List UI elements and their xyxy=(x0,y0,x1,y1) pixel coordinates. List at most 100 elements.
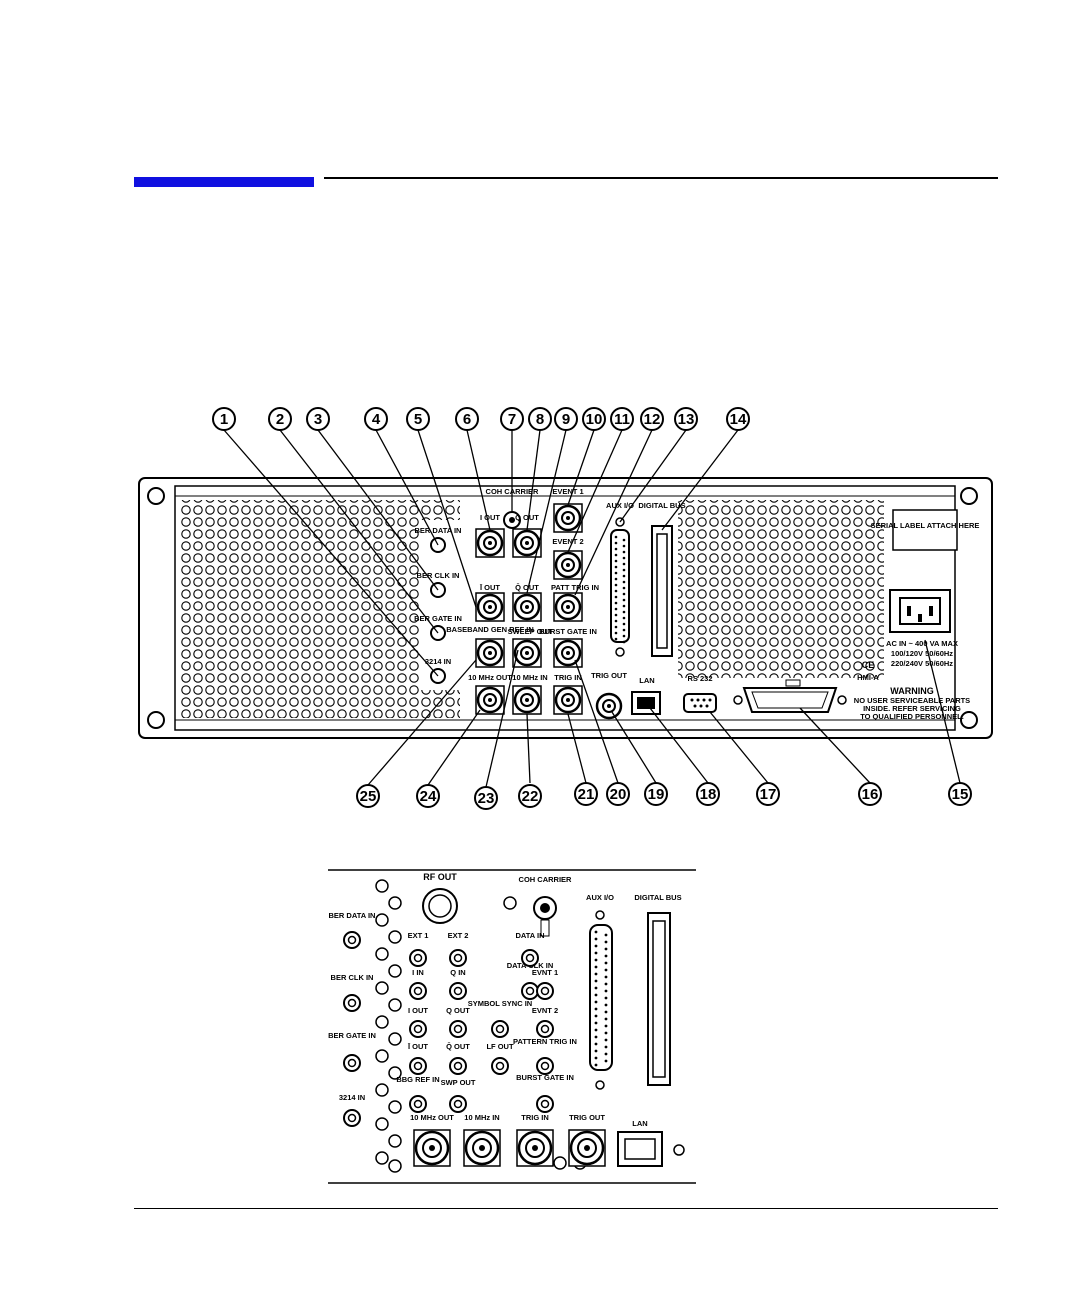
svg-text:7: 7 xyxy=(508,411,516,428)
detail-label-ber-data-in: BER DATA IN xyxy=(329,911,376,920)
aux-pin xyxy=(622,550,626,554)
svg-text:20: 20 xyxy=(610,786,627,803)
aux-pin xyxy=(622,604,626,608)
vent-hole xyxy=(375,1015,389,1029)
aux-pin xyxy=(604,968,608,972)
callout-13: 13 xyxy=(674,407,698,431)
aux-pin xyxy=(594,1000,598,1004)
detail-connector-ber-data-in xyxy=(343,931,361,949)
detail-connector-i-out xyxy=(409,1020,427,1038)
aux-pin xyxy=(614,595,618,599)
label-sweep-out: SWEEP OUT xyxy=(508,627,553,636)
aux-pin xyxy=(622,574,626,578)
detail-connector-data-in xyxy=(521,949,539,967)
detail-connector-ibar-out xyxy=(409,1057,427,1075)
label-ibar-out: Ī OUT xyxy=(479,583,500,592)
callout-12: 12 xyxy=(640,407,664,431)
label-lan: LAN xyxy=(639,676,654,685)
svg-text:9: 9 xyxy=(562,411,570,428)
leader-line xyxy=(466,429,491,531)
leader-line xyxy=(427,709,481,786)
corner-screws xyxy=(147,487,978,729)
detail-label-lan: LAN xyxy=(632,1119,647,1128)
aux-pin xyxy=(594,1035,598,1039)
power-rating-1: AC IN ~ 400 VA MAX xyxy=(886,639,958,648)
vent-hole xyxy=(375,1083,389,1097)
aux-pin xyxy=(604,1024,608,1028)
label-event-2: EVENT 2 xyxy=(552,537,583,546)
bnc-patt-trig xyxy=(553,592,583,622)
leader-line xyxy=(619,429,687,523)
detail-label-trig-in: TRIG IN xyxy=(521,1113,549,1122)
svg-text:6: 6 xyxy=(463,411,471,428)
vent-hole xyxy=(375,879,389,893)
aux-pin xyxy=(594,1007,598,1011)
detail-label-burst-gate-in: BURST GATE IN xyxy=(516,1073,574,1082)
detail-label-qbar-out: Q̄ OUT xyxy=(446,1042,470,1051)
aux-pin xyxy=(614,613,618,617)
detail-label-rf-out: RF OUT xyxy=(423,872,457,882)
detail-connector-pattern-trig-in xyxy=(536,1057,554,1075)
ber-connectors xyxy=(430,537,446,684)
svg-text:5: 5 xyxy=(414,411,422,428)
detail-label-aux-io: AUX I/O xyxy=(586,893,614,902)
svg-text:10: 10 xyxy=(586,411,603,428)
detail-label-evnt1: EVNT 1 xyxy=(532,968,558,977)
leader-line xyxy=(709,711,769,784)
svg-text:22: 22 xyxy=(522,788,539,805)
aux-pin xyxy=(594,1042,598,1046)
aux-pin xyxy=(622,622,626,626)
vent-hole xyxy=(375,1151,389,1165)
detail-label-q-out: Q OUT xyxy=(446,1006,470,1015)
leader-line xyxy=(799,707,871,784)
aux-pin xyxy=(622,568,626,572)
aux-pin xyxy=(594,944,598,948)
svg-text:1: 1 xyxy=(220,411,228,428)
aux-io-connector xyxy=(610,529,630,643)
callout-19: 19 xyxy=(644,782,668,806)
bnc-10mhz-in xyxy=(512,685,542,715)
aux-pin xyxy=(604,947,608,951)
svg-text:18: 18 xyxy=(700,786,717,803)
ce-mark: CE xyxy=(862,660,875,670)
aux-pin xyxy=(614,565,618,569)
detail-label-pattern-trig-in: PATTERN TRIG IN xyxy=(513,1037,577,1046)
aux-pin xyxy=(622,628,626,632)
vent-hole xyxy=(375,1049,389,1063)
detail-label-q-in: Q IN xyxy=(450,968,465,977)
footer-rule xyxy=(134,1208,998,1209)
svg-text:4: 4 xyxy=(372,411,381,428)
vent-hole xyxy=(388,1100,402,1114)
label-ber-clk: BER CLK IN xyxy=(417,571,460,580)
callout-5: 5 xyxy=(406,407,430,431)
detail-connector-grid xyxy=(343,931,606,1167)
detail-label-ber-gate-in: BER GATE IN xyxy=(328,1031,376,1040)
aux-pin xyxy=(614,625,618,629)
detail-connector-ber-clk-in xyxy=(343,994,361,1012)
aux-pin xyxy=(604,1010,608,1014)
aux-pin xyxy=(604,1045,608,1049)
aux-pin xyxy=(594,986,598,990)
callout-2: 2 xyxy=(268,407,292,431)
vent-hole xyxy=(388,998,402,1012)
label-baseband-gen: BASEBAND GEN REF IN xyxy=(446,625,534,634)
label-i-out: I OUT xyxy=(480,513,500,522)
detail-connector-ten-mhz-in xyxy=(463,1129,501,1167)
aux-io-pins xyxy=(614,535,626,644)
callout-4: 4 xyxy=(364,407,388,431)
bnc-ibar-out xyxy=(475,592,505,622)
detail-label-ext2: EXT 2 xyxy=(448,931,469,940)
power-rating-2: 100/120V 50/60Hz xyxy=(891,649,953,658)
bnc-burst-gate xyxy=(553,638,583,668)
aux-pin xyxy=(594,1028,598,1032)
aux-pin xyxy=(604,1038,608,1042)
aux-pin xyxy=(594,1056,598,1060)
aux-pin xyxy=(622,544,626,548)
svg-text:2: 2 xyxy=(276,411,284,428)
detail-label-symbol-sync-in: SYMBOL SYNC IN xyxy=(468,999,532,1008)
label-patt-trig: PATT TRIG IN xyxy=(551,583,599,592)
aux-pin xyxy=(614,607,618,611)
leader-line xyxy=(375,429,439,546)
aux-pin xyxy=(622,586,626,590)
